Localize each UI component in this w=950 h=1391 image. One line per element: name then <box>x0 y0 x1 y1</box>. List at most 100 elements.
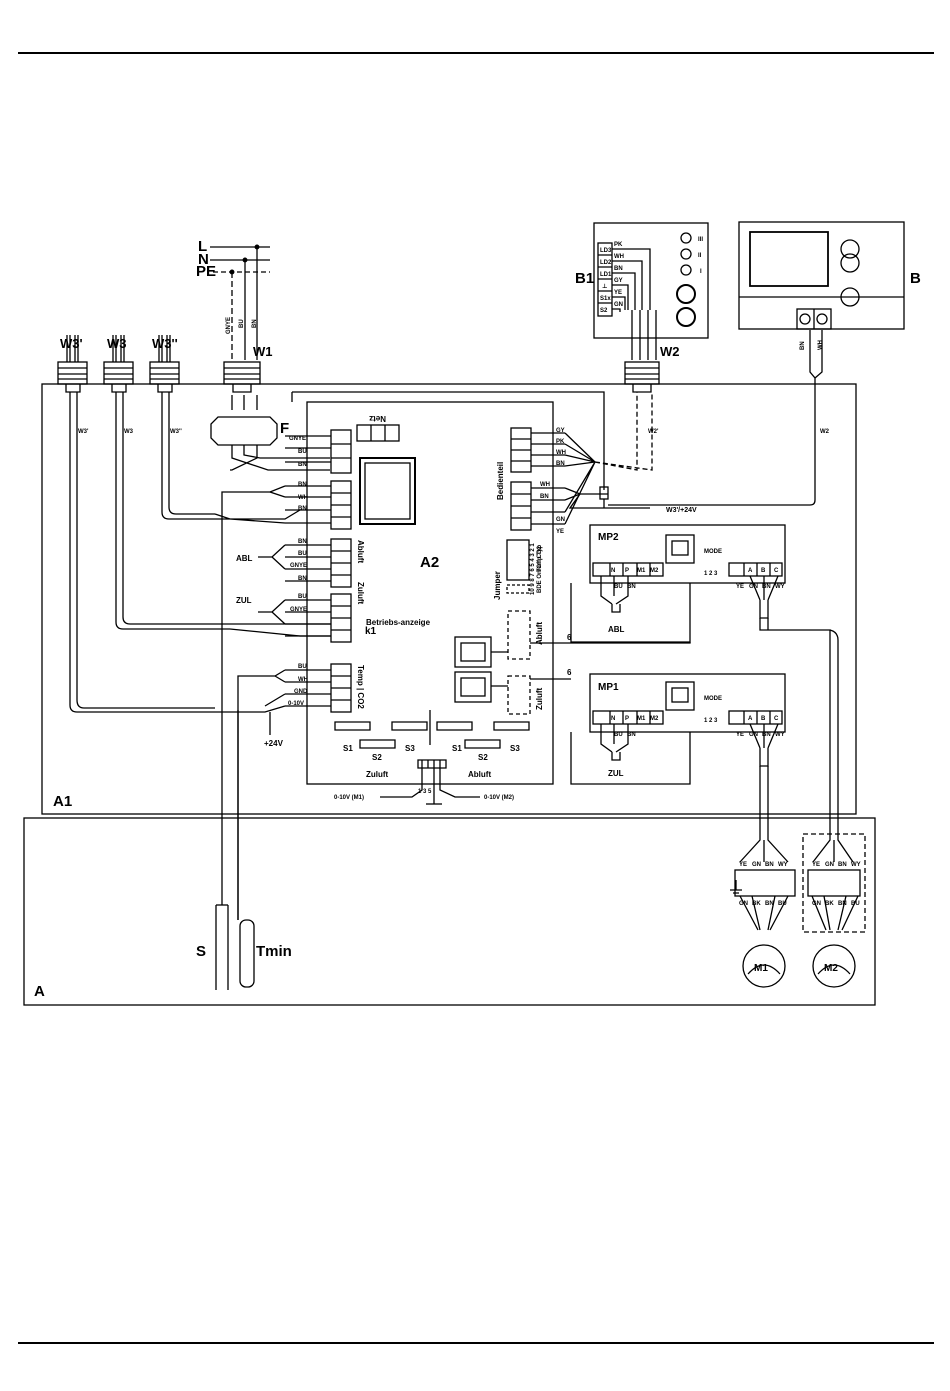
m1-wire-gn-b: GN <box>739 901 748 907</box>
term-gnd: GND <box>294 689 308 695</box>
label-abluft-bottom: Abluft <box>468 770 491 779</box>
label-6-top: 6 <box>567 633 572 642</box>
label-f: F <box>280 420 289 437</box>
label-a1: A1 <box>53 793 72 810</box>
bed-wire-wh: WH <box>556 450 566 456</box>
m2-wire-gn-b: GN <box>812 901 821 907</box>
mp2-term-p: P <box>625 568 629 574</box>
label-w3p: W3' <box>60 336 83 351</box>
label-jumper-nums: 10 9 8 7 6 5 4 3 2 1 <box>530 543 536 595</box>
label-zuluft: Zuluft <box>356 582 365 605</box>
mp2-wire-bn2: BN <box>762 584 771 590</box>
term-bu4: BU <box>298 664 307 670</box>
mp1-term-a: A <box>748 716 753 722</box>
gland-w2 <box>624 310 660 393</box>
label-m1: M1 <box>754 963 768 974</box>
label-bedienteil: Bedienteil <box>496 462 505 500</box>
wire-w3pp: W3'' <box>170 429 182 435</box>
mp1-term-b: B <box>761 716 766 722</box>
mp1-wire-bn: BN <box>627 732 636 738</box>
term-bn: BN <box>298 462 307 468</box>
term-bn4: BN <box>298 539 307 545</box>
label-jumper-opts: BDE On/Off CO2 <box>537 545 543 593</box>
bed-wire-wh2: WH <box>540 482 550 488</box>
b-wire-wh: WH <box>818 340 824 350</box>
label-abl: ABL <box>236 554 253 563</box>
b1-term-s1x: S1x <box>600 296 611 302</box>
label-w2: W2 <box>660 344 680 359</box>
label-k1: k1 <box>365 626 377 637</box>
bed-wire-bn: BN <box>556 461 565 467</box>
label-mode-mp1: MODE <box>704 696 722 702</box>
mp2-term-a: A <box>748 568 753 574</box>
term-gnye3: GNYE <box>290 607 307 613</box>
mp1-term-m2: M2 <box>650 716 659 722</box>
label-temp: Temp <box>537 556 543 572</box>
label-netz: Netz <box>369 414 386 423</box>
b1-wire-bn: BN <box>614 266 623 272</box>
m2-wire-ye: YE <box>812 862 820 868</box>
label-w3: W3 <box>107 336 127 351</box>
m2-wire-bk: BK <box>825 901 834 907</box>
label-zul: ZUL <box>236 596 252 605</box>
label-jumper: Jumper <box>493 571 502 600</box>
mp1-term-p: P <box>625 716 629 722</box>
mp1-wire-ye: YE <box>736 732 744 738</box>
term-bn2: BN <box>298 482 307 488</box>
b1-wire-pk: PK <box>614 242 623 248</box>
label-l: L <box>198 238 207 255</box>
mp1-term-m1: M1 <box>637 716 646 722</box>
mp1-wire-wy: WY <box>775 732 785 738</box>
mp1-term-n: N <box>611 716 615 722</box>
label-abluft-right: Abluft <box>535 622 544 645</box>
label-mode-nums-mp1: 1 2 3 <box>704 718 718 724</box>
label-s3-right: S3 <box>510 744 520 753</box>
label-mp1: MP1 <box>598 682 619 693</box>
b1-term-ld3: LD3 <box>600 248 612 254</box>
wire-w2p: W2' <box>648 429 659 435</box>
label-s: S <box>196 943 206 960</box>
label-s2-right: S2 <box>478 753 488 762</box>
room-unit-b <box>738 221 905 330</box>
bed-wire-gn: GN <box>556 517 565 523</box>
label-mp2: MP2 <box>598 532 619 543</box>
b1-led-i: I <box>700 269 702 275</box>
m1-wire-ye: YE <box>739 862 747 868</box>
mp1-term-c: C <box>774 716 779 722</box>
term-bu: BU <box>298 449 307 455</box>
label-zuluft-right: Zuluft <box>535 687 544 710</box>
label-pe: PE <box>196 263 216 280</box>
b1-term-gnd: ⊥ <box>602 283 607 290</box>
label-6-bottom: 6 <box>567 668 572 677</box>
label-s1-left: S1 <box>343 744 353 753</box>
b1-wire-wh: WH <box>614 254 624 260</box>
label-w3pp: W3'' <box>152 336 178 351</box>
term-gnye2: GNYE <box>290 563 307 569</box>
label-b: B <box>910 270 921 287</box>
label-abl-mp2: ABL <box>608 625 625 634</box>
label-typ: Typ <box>537 544 543 555</box>
term-bu3: BU <box>298 594 307 600</box>
module-mp2 <box>589 524 786 584</box>
text-labels: L N PE GNYE BU BN W3' W3 W3'' W1 W2 W3' … <box>34 237 921 1000</box>
term-gnye: GNYE <box>289 436 306 442</box>
label-w1: W1 <box>253 344 273 359</box>
bed-wire-ye: YE <box>556 529 564 535</box>
label-s3-left: S3 <box>405 744 415 753</box>
gland-w3pp <box>149 335 180 393</box>
enclosure-a <box>23 817 876 1006</box>
mp2-term-c: C <box>774 568 779 574</box>
m2-wire-bn-b: BN <box>838 901 847 907</box>
label-m2: M2 <box>824 963 838 974</box>
board-a2 <box>306 401 554 785</box>
term-0-10v: 0-10V <box>288 701 304 707</box>
mp2-wire-bu: BU <box>614 584 623 590</box>
label-tmin: Tmin <box>256 943 292 960</box>
room-unit-b1 <box>593 222 709 339</box>
label-temp-co2: Temp | CO2 <box>356 665 365 709</box>
label-dac-m1: 0-10V (M1) <box>334 795 364 801</box>
m1-wire-wy: WY <box>778 862 788 868</box>
label-mode-nums-mp2: 1 2 3 <box>704 571 718 577</box>
m2-wire-wy: WY <box>851 862 861 868</box>
gland-w1 <box>223 361 261 393</box>
